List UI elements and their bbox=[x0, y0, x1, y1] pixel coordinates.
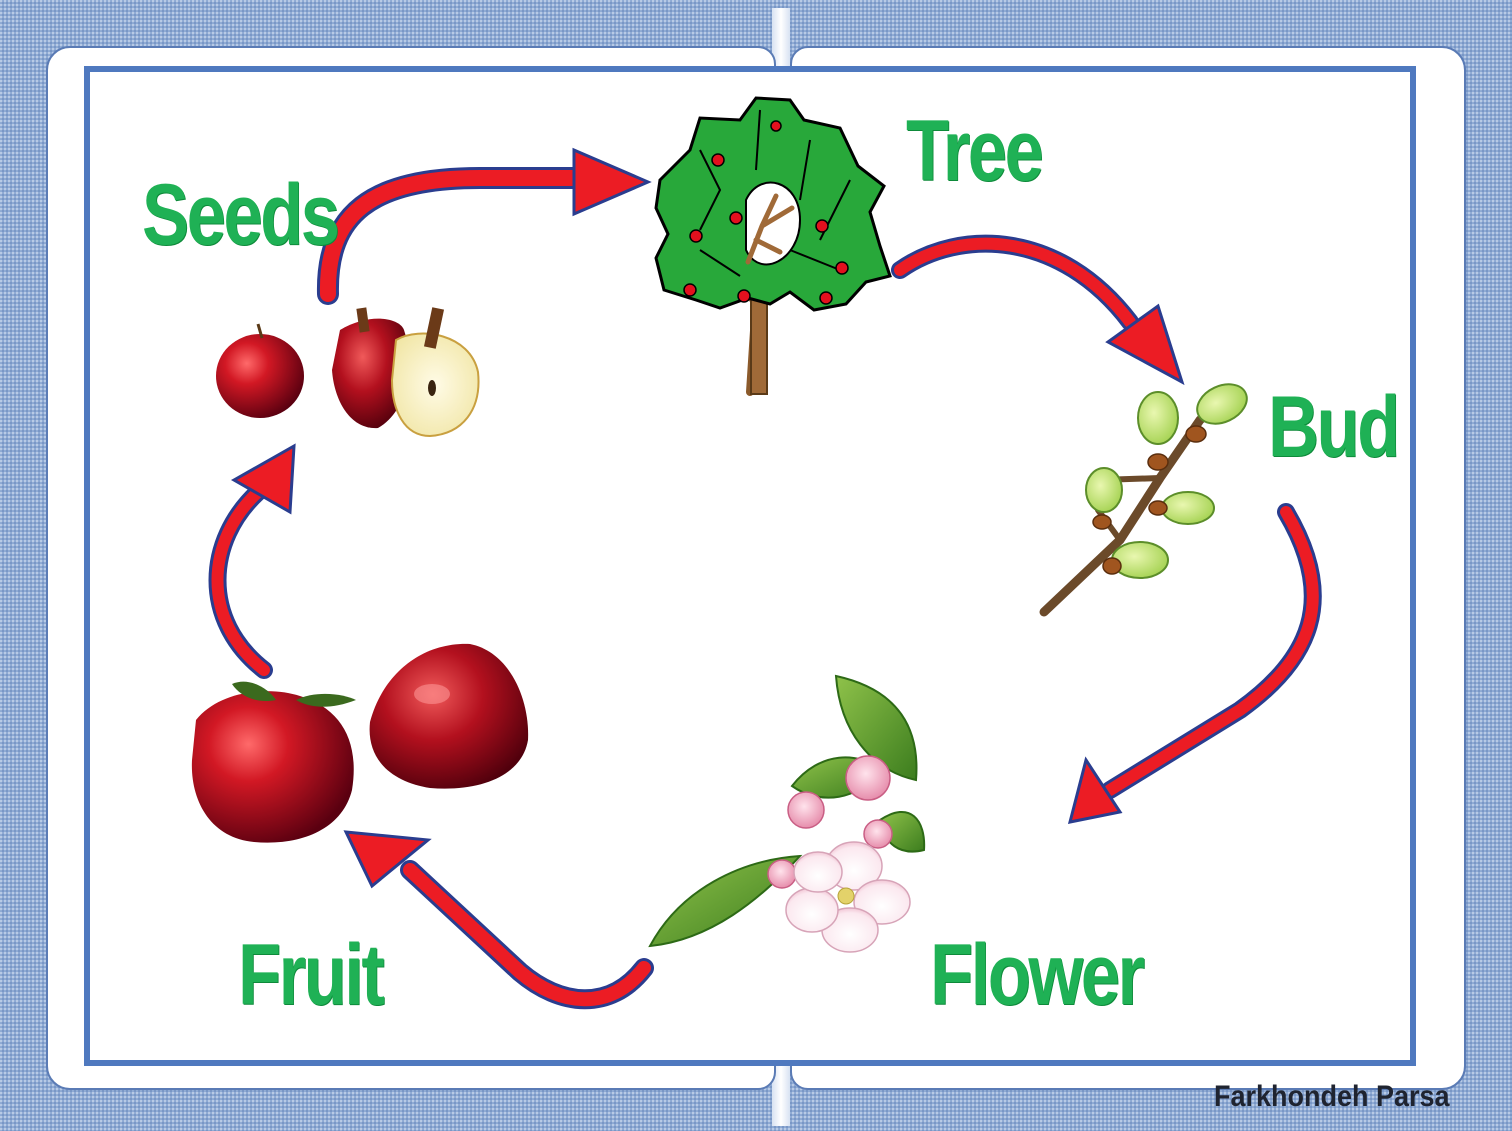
stage-label-tree: Tree bbox=[906, 103, 1044, 199]
bud-branch-icon bbox=[1039, 383, 1248, 617]
stage-label-fruit: Fruit bbox=[238, 927, 385, 1023]
arrow-flower-to-fruit bbox=[343, 830, 654, 1010]
arrow-seeds-to-tree bbox=[316, 147, 652, 305]
arrow-tree-to-bud bbox=[891, 234, 1185, 386]
apple-tree-icon bbox=[654, 96, 892, 396]
sliced-apple-icon bbox=[332, 307, 480, 438]
author-credit: Farkhondeh Parsa bbox=[1214, 1080, 1450, 1113]
apple-blossom-icon bbox=[648, 674, 926, 953]
stage-label-flower: Flower bbox=[930, 927, 1145, 1023]
stage-label-seeds: Seeds bbox=[142, 167, 340, 263]
arrow-bud-to-flower bbox=[1067, 503, 1322, 824]
stage-label-bud: Bud bbox=[1268, 379, 1400, 475]
red-apples-icon bbox=[191, 643, 529, 843]
red-apple-small-icon bbox=[216, 323, 304, 418]
arrow-fruit-to-seeds bbox=[208, 443, 296, 679]
